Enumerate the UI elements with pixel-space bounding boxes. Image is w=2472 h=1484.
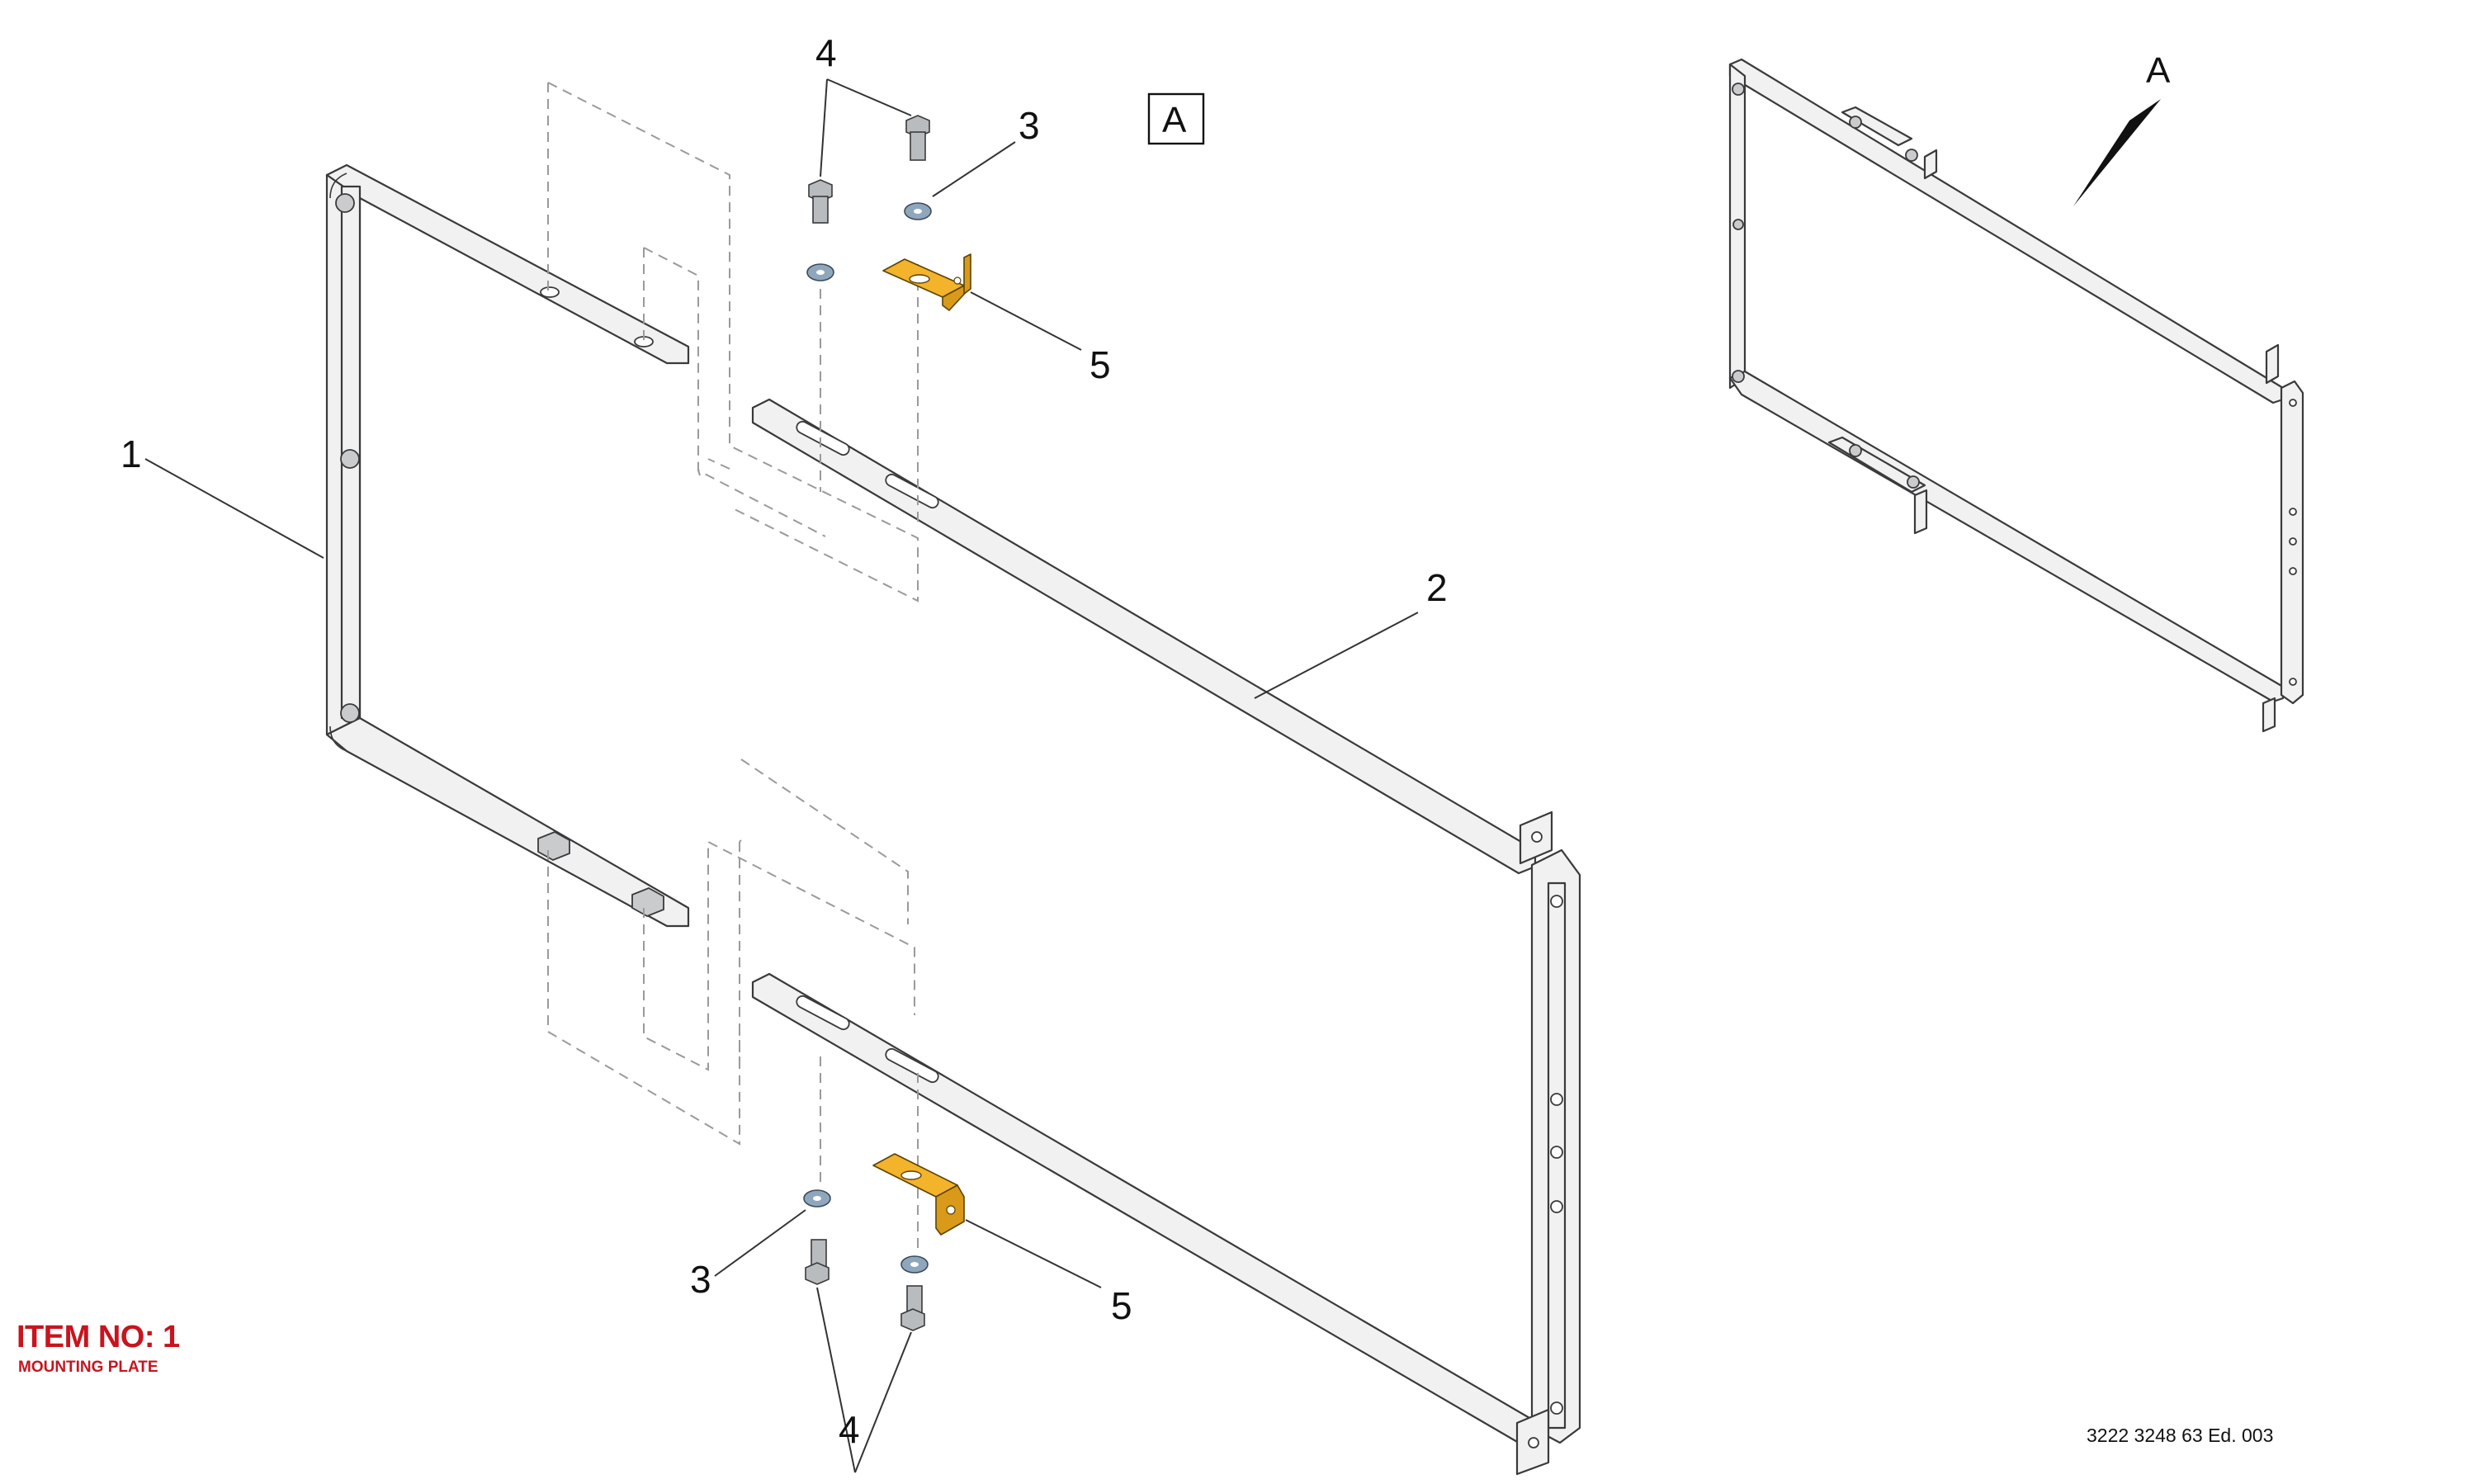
item-number: ITEM NO: 1 — [17, 1320, 180, 1354]
view-box-a: A — [1147, 92, 1205, 145]
callout-5-upper: 5 — [1089, 343, 1111, 386]
bolt-upper-left — [808, 179, 833, 224]
callouts: 1 2 3 4 5 3 4 5 — [121, 31, 1448, 1451]
callout-3-lower: 3 — [690, 1258, 711, 1301]
part-1-c-frame — [325, 163, 690, 928]
callout-5-lower: 5 — [1111, 1284, 1132, 1327]
detail-view-label: A — [2146, 50, 2171, 91]
upper-fasteners — [806, 115, 971, 311]
bolt-upper-right — [905, 115, 930, 161]
callout-2: 2 — [1426, 566, 1448, 609]
bracket-upper — [882, 253, 971, 311]
document-number: 3222 3248 63 Ed. 003 — [2087, 1425, 2274, 1446]
bolt-lower-right — [900, 1285, 925, 1331]
part-2-long-frame — [751, 398, 1581, 1476]
detail-view: A — [1728, 50, 2304, 733]
view-arrow — [2073, 99, 2161, 206]
item-name: MOUNTING PLATE — [18, 1359, 158, 1376]
alignment-lines — [547, 82, 919, 1255]
view-box-label: A — [1162, 100, 1187, 140]
callout-4-lower: 4 — [839, 1408, 860, 1451]
bolt-lower-left — [805, 1239, 830, 1285]
callout-4-upper: 4 — [815, 31, 837, 74]
lower-fasteners — [803, 1153, 965, 1331]
leader-lines — [144, 78, 1419, 1473]
callout-1: 1 — [121, 432, 142, 475]
callout-3-upper: 3 — [1019, 104, 1040, 147]
bracket-lower — [872, 1153, 965, 1236]
